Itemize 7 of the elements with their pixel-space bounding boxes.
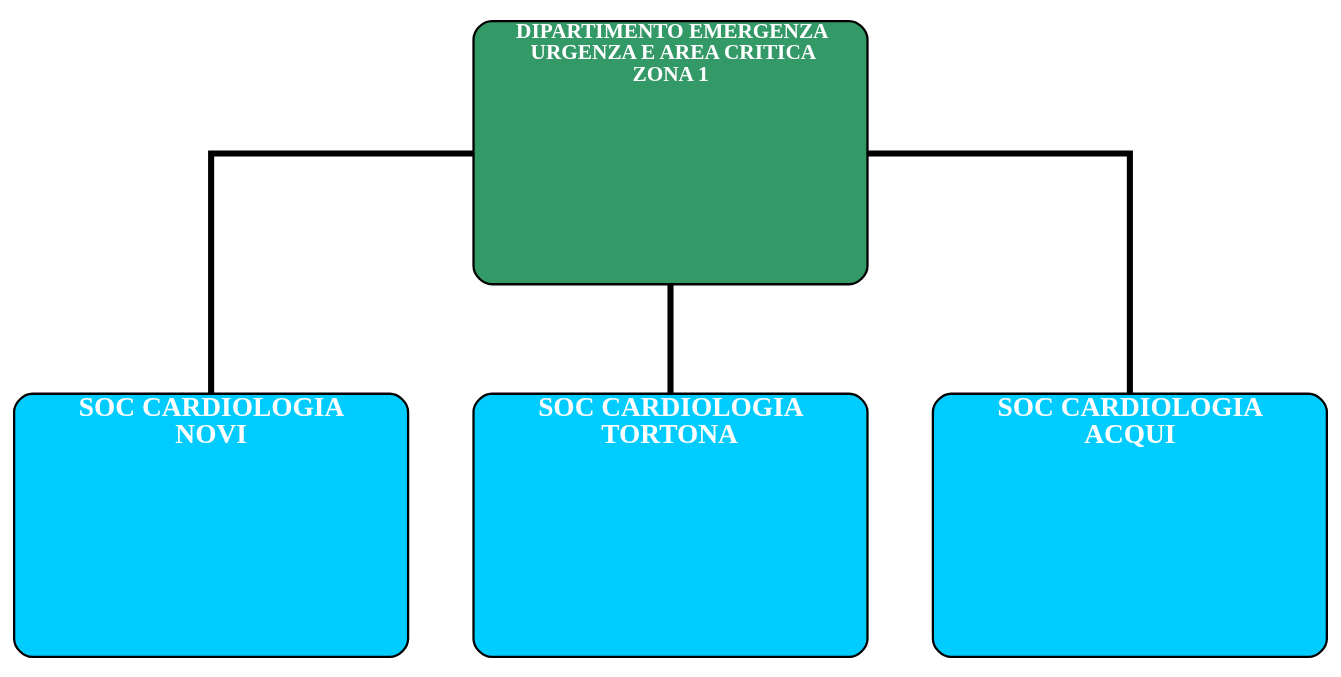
node-box: SOC CARDIOLOGIA NOVI (13, 392, 410, 658)
node-box: SOC CARDIOLOGIA ACQUI (931, 392, 1328, 658)
connector (208, 149, 473, 394)
node-box: SOC CARDIOLOGIA TORTONA (472, 392, 869, 658)
node-box: DIPARTIMENTO EMERGENZA URGENZA E AREA CRITICA ZONA 1 (472, 19, 869, 285)
connector (667, 284, 674, 394)
connector (868, 149, 1133, 394)
